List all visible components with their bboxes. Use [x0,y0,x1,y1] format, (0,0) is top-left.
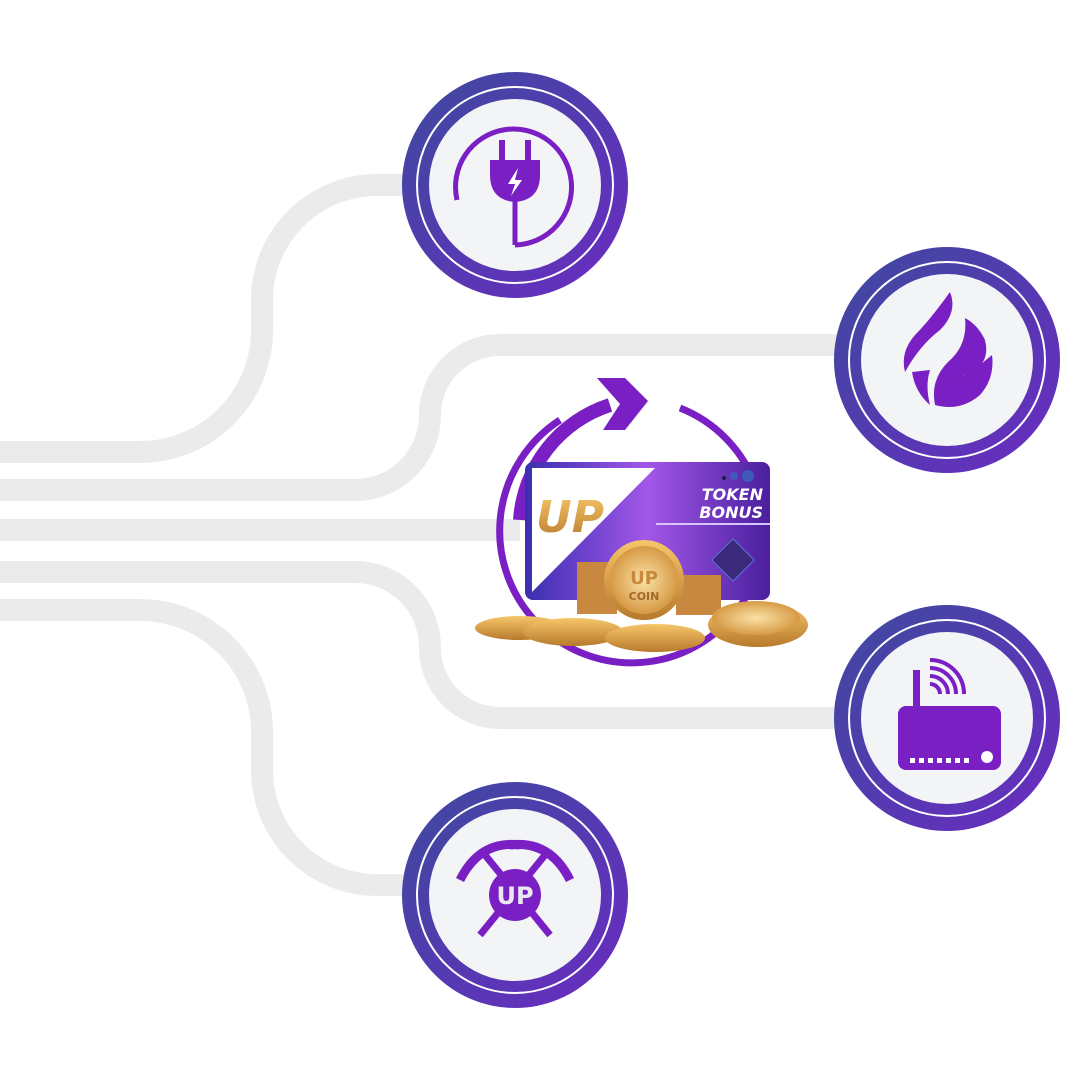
coin-pile: COIN UP [475,540,808,652]
wifi-router-icon [898,658,1001,770]
connectors [0,174,845,896]
card-title-bonus: BONUS [699,503,763,522]
node-flame[interactable] [834,247,1060,473]
connector-mining [0,599,420,896]
coin-label: COIN [629,590,660,603]
cycle-arrow-icon [513,398,613,521]
arrow-head-icon [597,378,648,430]
card-emblem [711,538,755,582]
card-white-panel [532,468,655,592]
card-logo: UP [536,492,604,543]
flame-icon [903,292,993,408]
connector-plug [0,174,420,463]
power-plug-icon [453,126,575,248]
connector-router [0,561,845,729]
node-mining[interactable]: UP [402,782,628,1008]
coin-logo: UP [630,568,658,589]
card-title-token: TOKEN [702,485,764,504]
node-plug[interactable] [402,72,628,298]
mining-pickaxes-icon: UP [455,839,575,938]
connector-flame [0,334,845,501]
node-router[interactable] [834,605,1060,831]
mining-logo: UP [496,882,533,910]
token-bonus-graphic: UP TOKEN BONUS COIN UP [475,378,808,667]
